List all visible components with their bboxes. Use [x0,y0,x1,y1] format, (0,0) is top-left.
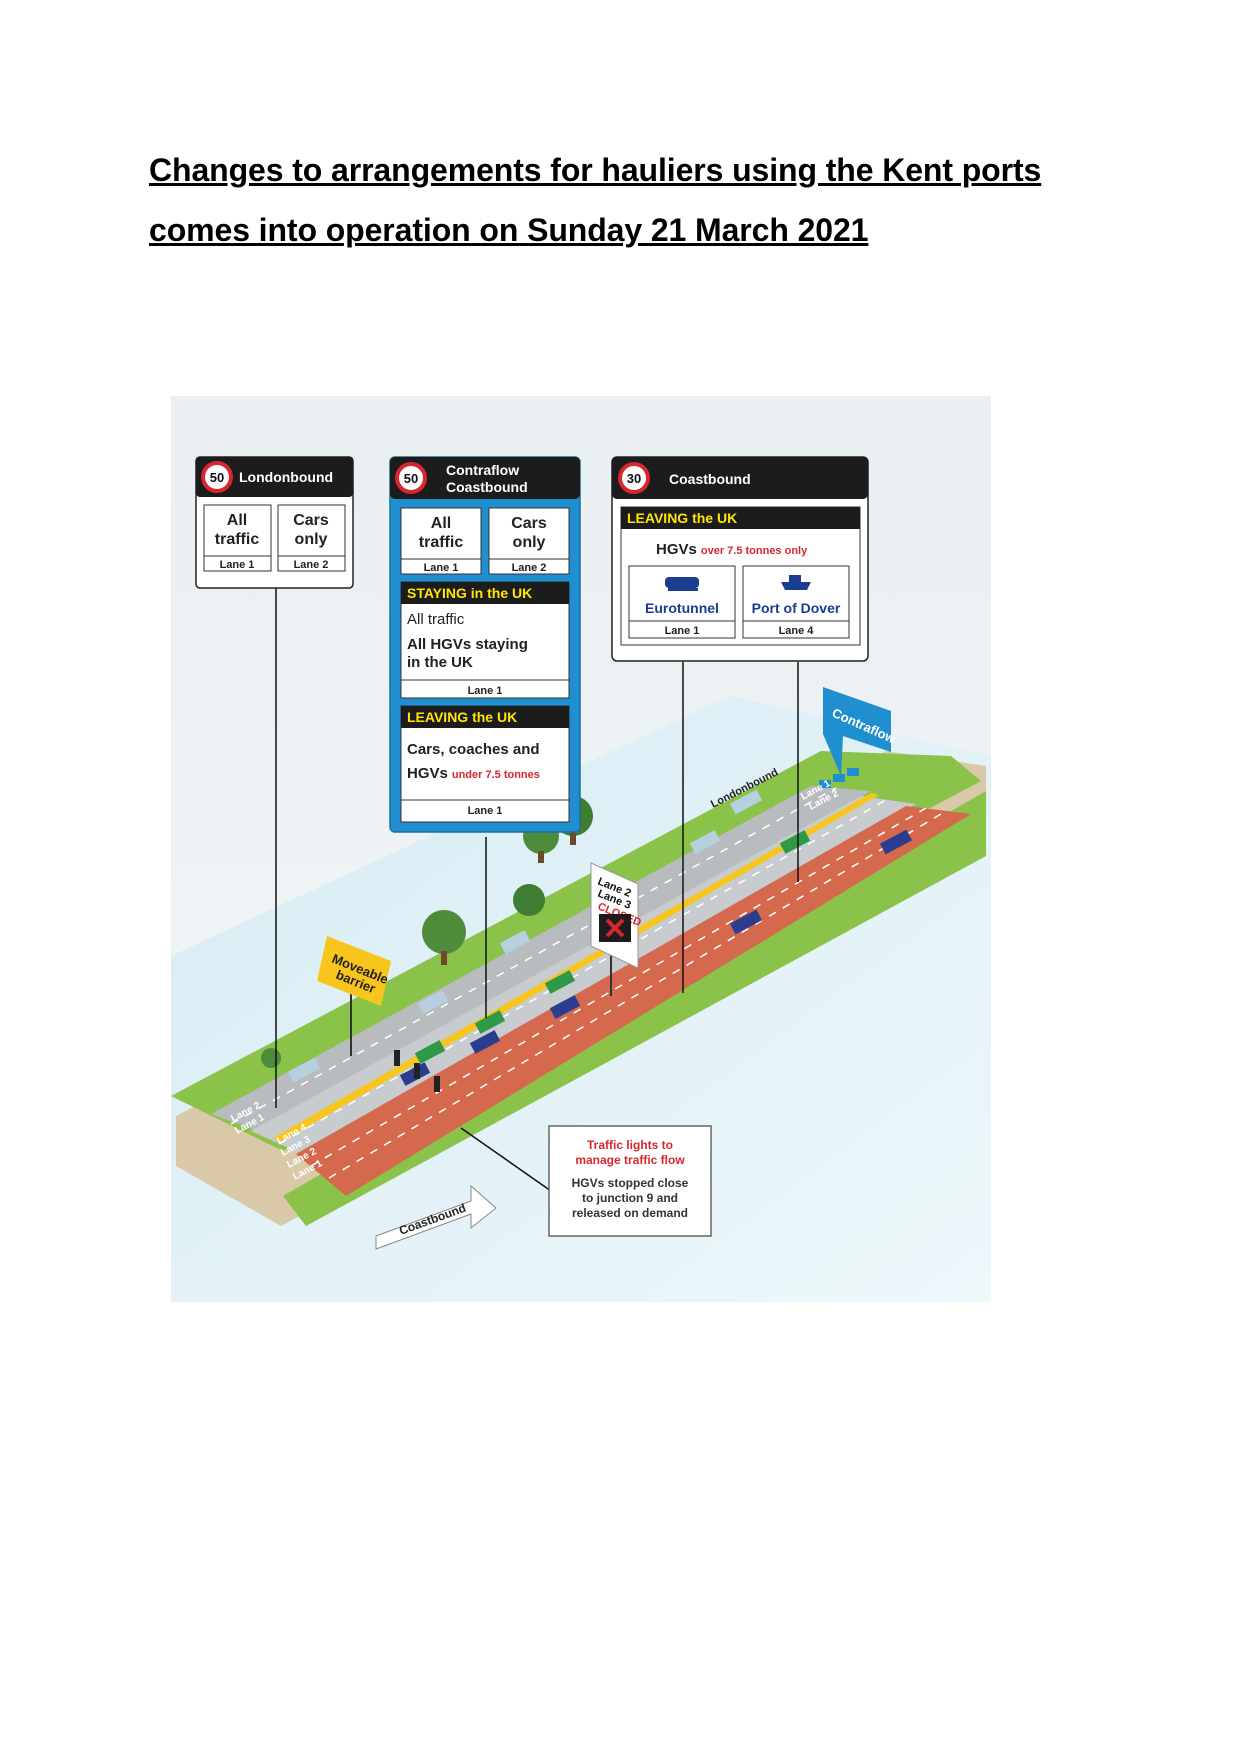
sign-title: Contraflow [446,462,519,478]
callout-title: manage traffic flow [575,1153,685,1167]
lane-number: Lane 1 [665,625,700,637]
speed-limit-value: 50 [404,471,418,486]
sign-subtitle: Coastbound [446,479,528,495]
red-cross-icon [605,918,625,938]
moveable-barrier-sign: Moveable barrier [317,936,391,1056]
staying-line: All traffic [407,611,465,628]
callout-body: to junction 9 and [582,1191,678,1205]
contraflow-flag: Contraflow [823,687,899,776]
leaving-line: Cars, coaches and [407,741,540,758]
leaving-weight: under 7.5 tonnes [452,769,540,781]
train-icon [665,577,699,591]
staying-header: STAYING in the UK [407,585,532,601]
destination-name: Eurotunnel [645,600,719,616]
destination-name: Port of Dover [752,600,841,616]
leader-lines [275,588,799,1192]
lane-number: Lane 2 [294,559,329,571]
speed-limit-value: 30 [627,471,641,486]
speed-limit-icon [201,461,233,493]
coastbound-sign: 30 Coastbound LEAVING the UK HGVs over 7.… [611,456,869,662]
traffic-lights [394,1050,440,1092]
londonbound-carriageway [211,786,871,1136]
lane-number: Lane 1 [424,562,459,574]
lane-label: only [295,531,328,548]
lane-label: Cars [511,515,547,532]
page-title: Changes to arrangements for hauliers usi… [149,140,1139,260]
lane-label: traffic [419,534,464,551]
vehicles [287,768,913,1086]
lane-label: traffic [215,531,260,548]
sign-title: Londonbound [239,469,333,485]
page-title-line-2: comes into operation on Sunday 21 March … [149,212,869,248]
coastbound-weight: over 7.5 tonnes only [701,545,808,557]
lane-number: Lane 4 [779,625,815,637]
hgv-lanes-carriageway [296,806,971,1196]
sign-title: Coastbound [669,471,751,487]
lane-label: Cars [293,512,329,529]
leaving-hgvs: HGVs [407,765,448,782]
leaving-header: LEAVING the UK [407,709,517,725]
page-title-line-1: Changes to arrangements for hauliers usi… [149,152,1042,188]
londonbound-sign: 50 Londonbound All traffic Lane 1 Cars o… [195,456,354,589]
callout-title: Traffic lights to [587,1138,673,1152]
callout-body: released on demand [572,1206,688,1220]
speed-limit-value: 50 [210,470,224,485]
ferry-icon [781,575,811,590]
lane-markings [230,787,947,1179]
callout-body: HGVs stopped close [572,1176,689,1190]
lane-number: Lane 2 [512,562,547,574]
lane-number: Lane 1 [468,685,503,697]
coastbound-hgvs: HGVs [656,541,697,558]
lane-number: Lane 1 [220,559,255,571]
lane-label: All [431,515,451,532]
contraflow-sign: 50 Contraflow Coastbound All traffic Lan… [389,456,581,833]
leaving-header: LEAVING the UK [627,510,737,526]
lane-number: Lane 1 [468,805,503,817]
staying-line: in the UK [407,654,473,671]
speed-limit-icon [395,462,427,494]
lane-label: only [513,534,546,551]
lane-closed-sign: Lane 2 Lane 3 CLOSED [590,862,643,996]
traffic-lights-callout: Traffic lights to manage traffic flow HG… [548,1125,712,1237]
traffic-arrangement-figure: 50 Londonbound All traffic Lane 1 Cars o… [171,396,991,1302]
lane-label: All [227,512,247,529]
staying-line: All HGVs staying [407,636,528,653]
speed-limit-icon [618,462,650,494]
